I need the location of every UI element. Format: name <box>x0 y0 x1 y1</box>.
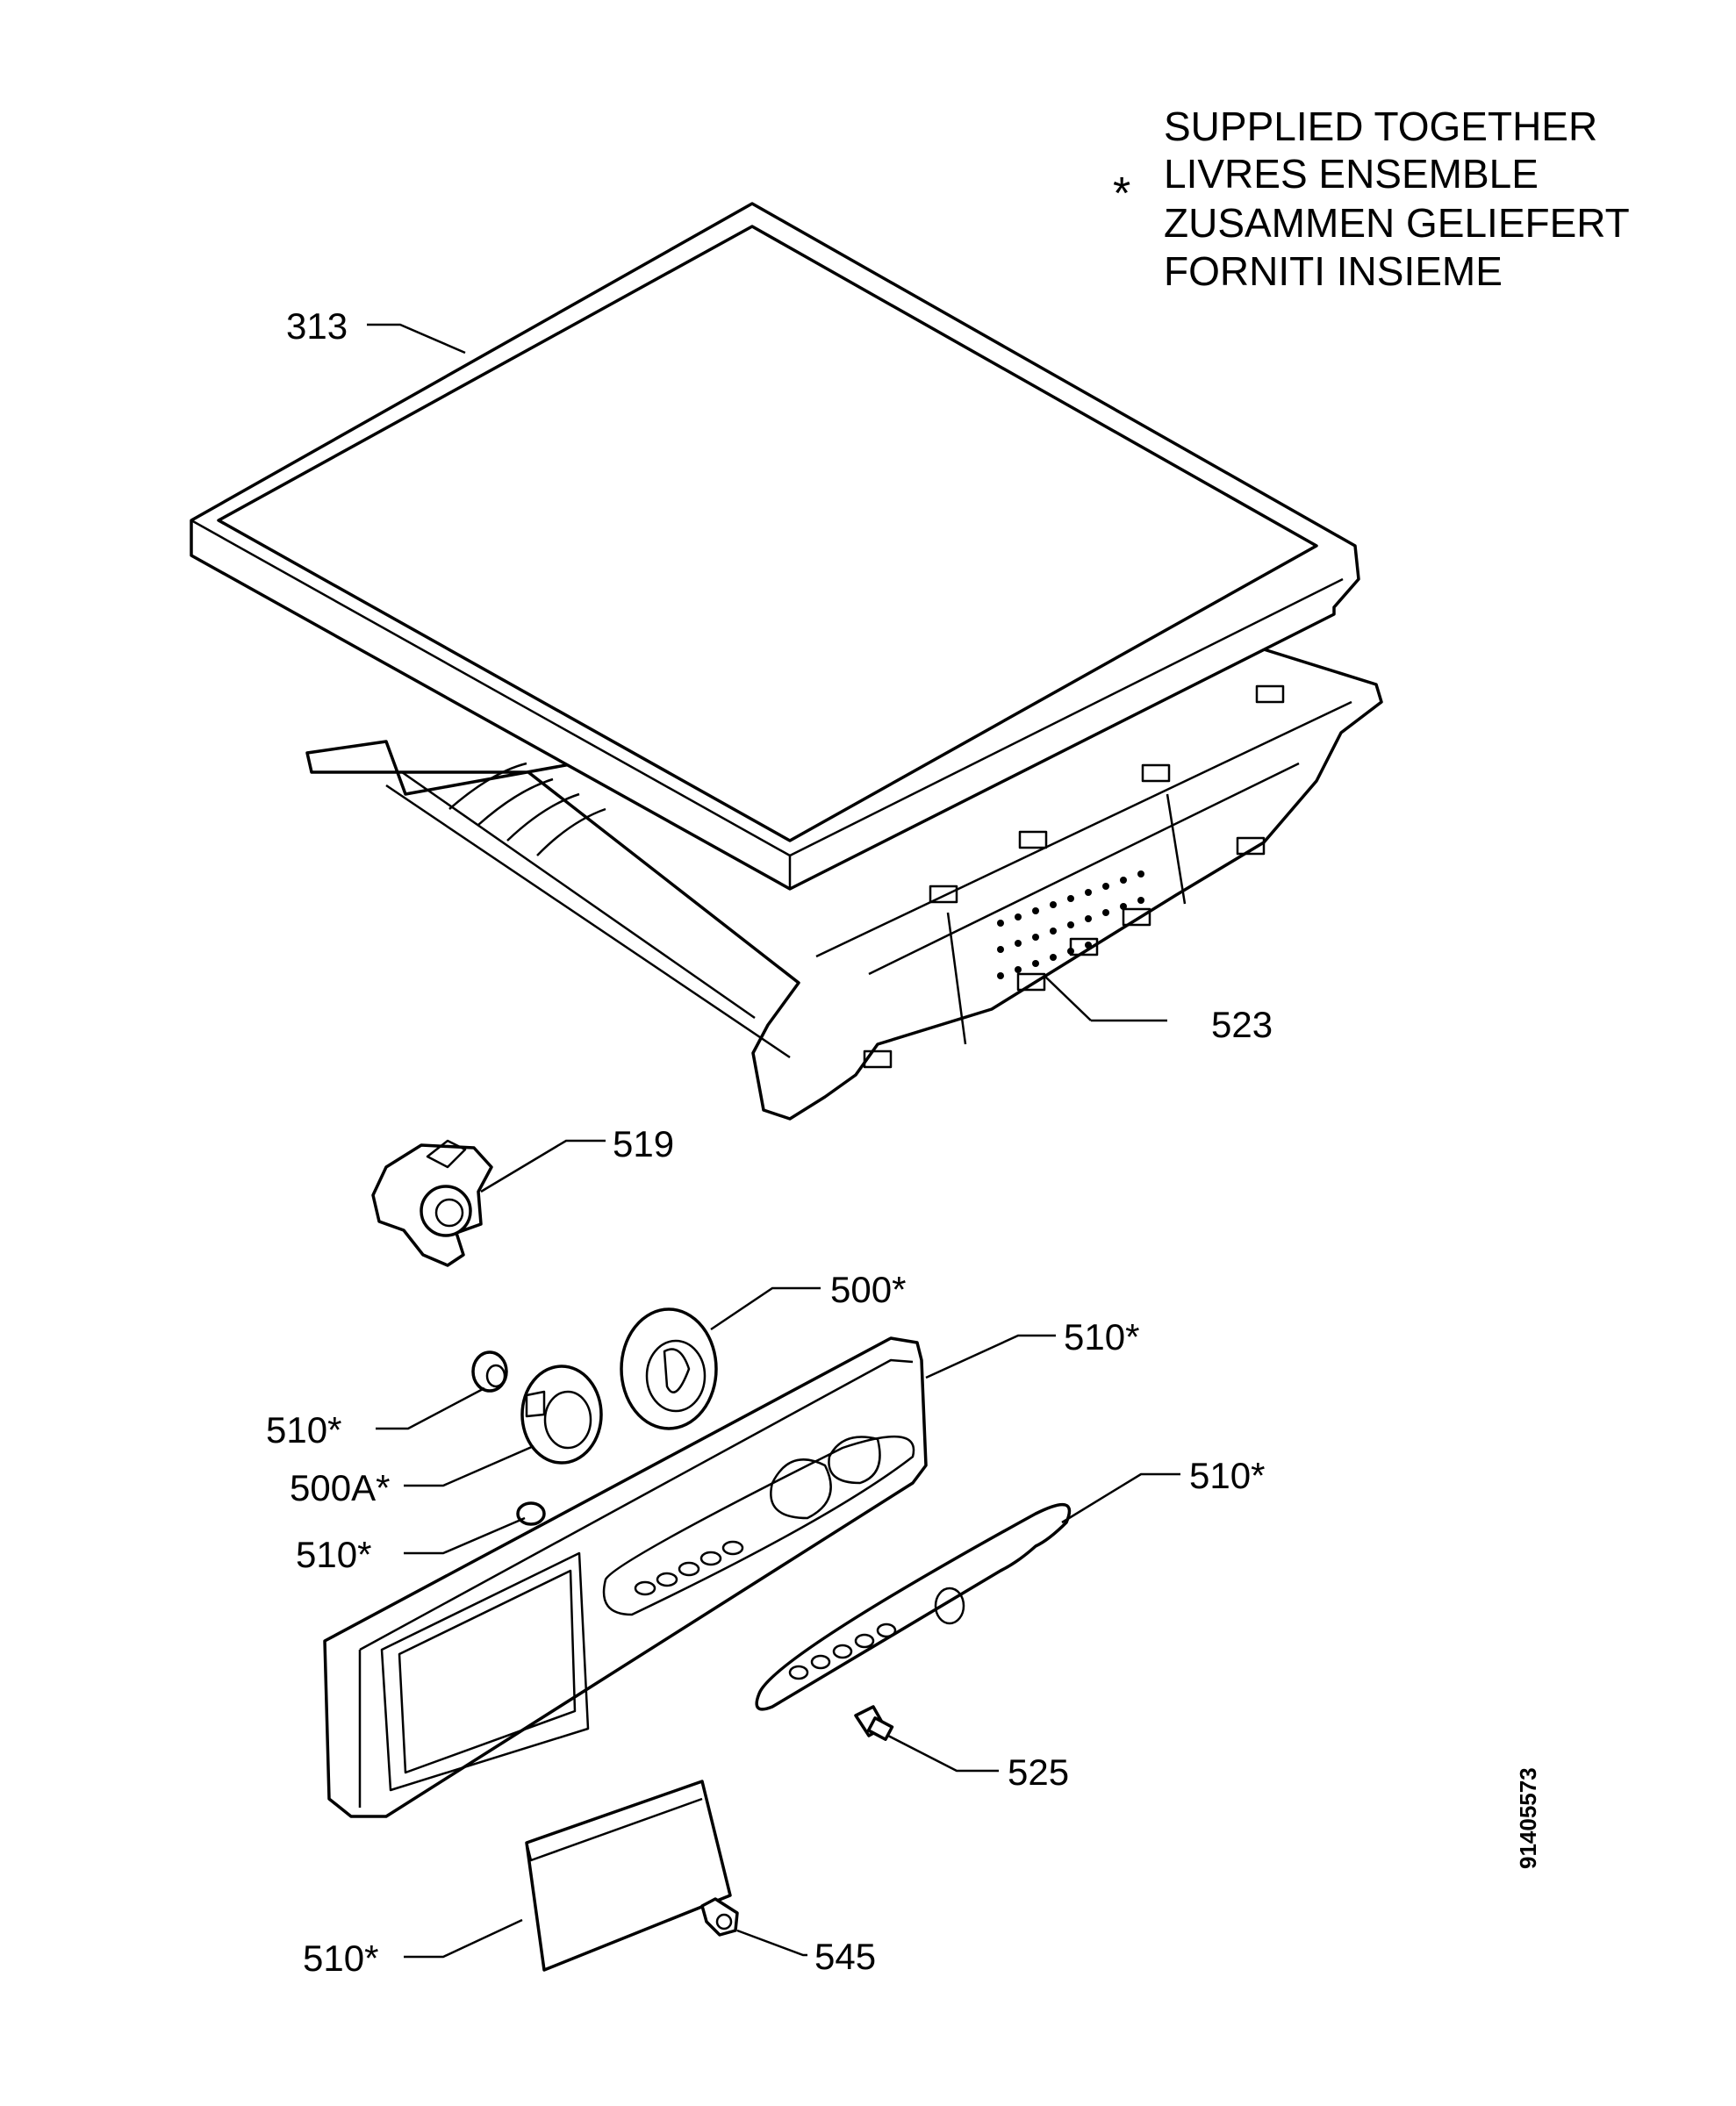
part-313-top-cover <box>190 202 1360 891</box>
legend-line-fr: LIVRES ENSEMBLE <box>1164 151 1539 197</box>
callout-510-left2: 510* <box>296 1534 371 1575</box>
part-525-pin <box>854 1705 894 1741</box>
callout-510-top: 510* <box>1064 1316 1139 1357</box>
callout-510-right: 510* <box>1189 1455 1265 1496</box>
part-545-screw <box>700 1897 739 1937</box>
legend-line-en: SUPPLIED TOGETHER <box>1164 104 1597 149</box>
legend-line-it: FORNITI INSIEME <box>1164 248 1503 294</box>
callout-523: 523 <box>1211 1004 1273 1045</box>
part-523-top-frame <box>305 639 1383 1121</box>
drawing-number: 91405573 <box>1515 1767 1541 1869</box>
callout-500a: 500A* <box>290 1467 390 1508</box>
callout-500: 500* <box>830 1269 906 1310</box>
part-510-button <box>516 1501 546 1526</box>
callout-510-left1: 510* <box>266 1409 341 1451</box>
callout-313: 313 <box>286 305 348 347</box>
callout-545: 545 <box>814 1936 876 1977</box>
part-500a-knob <box>520 1365 603 1465</box>
part-510-display-overlay <box>755 1502 1072 1711</box>
part-500-knob <box>620 1307 718 1430</box>
part-510-flap <box>525 1780 732 1972</box>
callout-519: 519 <box>613 1123 674 1164</box>
part-510-bushing <box>471 1350 508 1393</box>
leader-lines <box>367 323 1180 1959</box>
part-519 <box>371 1139 493 1267</box>
part-510-control-panel <box>323 1336 928 1818</box>
callout-525: 525 <box>1008 1751 1069 1793</box>
vent-holes <box>997 870 1144 979</box>
legend-asterisk: * <box>1113 168 1130 219</box>
callout-510-bottom: 510* <box>303 1938 378 1979</box>
legend-line-de: ZUSAMMEN GELIEFERT <box>1164 200 1630 246</box>
callout-labels: 313 523 519 500* 510* 510* 500A* 510* 51… <box>266 305 1273 1979</box>
legend: * SUPPLIED TOGETHER LIVRES ENSEMBLE ZUSA… <box>1113 104 1630 294</box>
